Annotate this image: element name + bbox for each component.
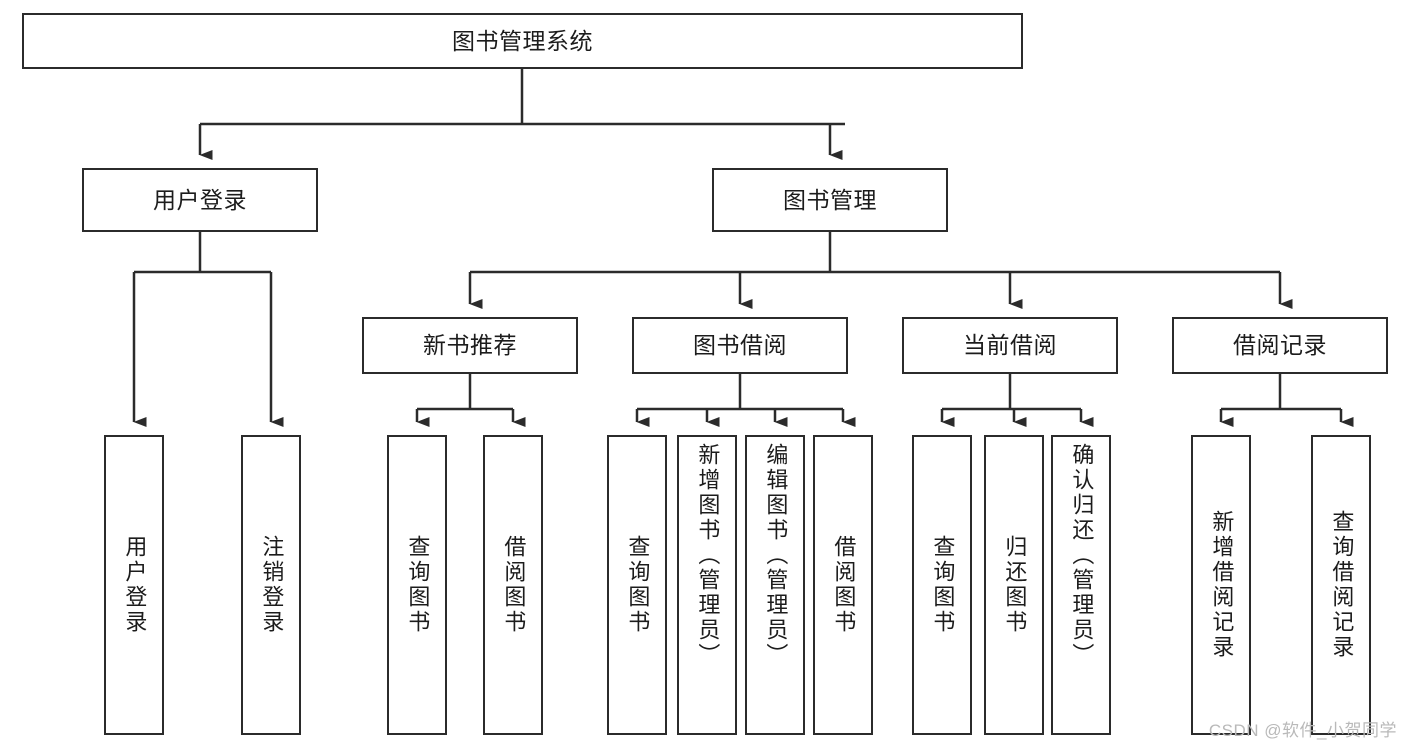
node-leaf-add-record-label: 新增借阅记录: [1209, 510, 1235, 660]
node-root-label: 图书管理系统: [452, 27, 593, 54]
node-current-borrow-label: 当前借阅: [963, 332, 1057, 359]
node-leaf-return-book-label: 归还图书: [1002, 535, 1028, 635]
node-new-book-rec-label: 新书推荐: [423, 332, 517, 359]
node-current-borrow[interactable]: 当前借阅: [902, 317, 1118, 374]
node-leaf-query-book-2-label: 查询图书: [625, 535, 651, 635]
node-book-borrow[interactable]: 图书借阅: [632, 317, 848, 374]
node-leaf-return-book[interactable]: 归还图书: [984, 435, 1044, 735]
node-leaf-user-login-label: 用户登录: [122, 535, 148, 635]
node-leaf-confirm-return[interactable]: 确认归还（管理员）: [1051, 435, 1111, 735]
node-leaf-borrow-book-1-label: 借阅图书: [501, 535, 527, 635]
node-leaf-query-book-3-label: 查询图书: [930, 535, 956, 635]
node-user-login-label: 用户登录: [153, 186, 247, 213]
node-leaf-user-logout[interactable]: 注销登录: [241, 435, 301, 735]
node-new-book-rec[interactable]: 新书推荐: [362, 317, 578, 374]
node-leaf-add-book-label: 新增图书（管理员）: [695, 443, 721, 668]
node-leaf-query-book-2[interactable]: 查询图书: [607, 435, 667, 735]
node-leaf-borrow-book-2-label: 借阅图书: [831, 535, 857, 635]
node-leaf-borrow-book-2[interactable]: 借阅图书: [813, 435, 873, 735]
node-leaf-query-record-label: 查询借阅记录: [1329, 510, 1355, 660]
node-root[interactable]: 图书管理系统: [22, 13, 1023, 69]
node-leaf-user-logout-label: 注销登录: [259, 535, 285, 635]
node-leaf-add-record[interactable]: 新增借阅记录: [1191, 435, 1251, 735]
node-leaf-add-book[interactable]: 新增图书（管理员）: [677, 435, 737, 735]
node-leaf-query-book-3[interactable]: 查询图书: [912, 435, 972, 735]
node-borrow-record[interactable]: 借阅记录: [1172, 317, 1388, 374]
node-book-manage[interactable]: 图书管理: [712, 168, 948, 232]
node-leaf-user-login[interactable]: 用户登录: [104, 435, 164, 735]
node-leaf-edit-book-label: 编辑图书（管理员）: [763, 443, 789, 668]
node-leaf-query-book-1-label: 查询图书: [405, 535, 431, 635]
node-user-login[interactable]: 用户登录: [82, 168, 318, 232]
node-leaf-confirm-return-label: 确认归还（管理员）: [1069, 443, 1095, 668]
node-borrow-record-label: 借阅记录: [1233, 332, 1327, 359]
node-book-manage-label: 图书管理: [783, 186, 877, 213]
watermark: CSDN @软件_小贺同学: [1208, 721, 1397, 740]
node-leaf-borrow-book-1[interactable]: 借阅图书: [483, 435, 543, 735]
node-leaf-query-record[interactable]: 查询借阅记录: [1311, 435, 1371, 735]
node-book-borrow-label: 图书借阅: [693, 332, 787, 359]
node-leaf-edit-book[interactable]: 编辑图书（管理员）: [745, 435, 805, 735]
node-leaf-query-book-1[interactable]: 查询图书: [387, 435, 447, 735]
